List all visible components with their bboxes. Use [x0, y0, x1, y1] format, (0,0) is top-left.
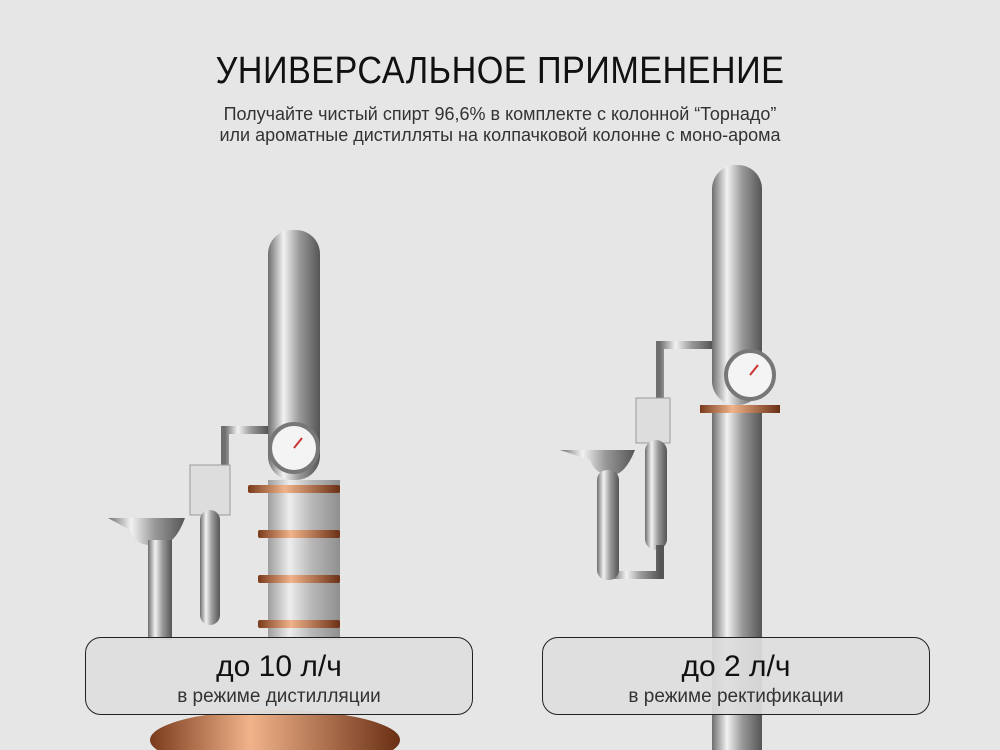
subtitle-line-2: или ароматные дистилляты на колпачковой …: [219, 125, 781, 145]
distillation-rate-value: до 10 л/ч: [216, 650, 342, 683]
distillation-rate-card: до 10 л/ч в режиме дистилляции: [85, 637, 473, 715]
rectification-rate-caption: в режиме ректификации: [628, 686, 844, 707]
page-subtitle: Получайте чистый спирт 96,6% в комплекте…: [0, 104, 1000, 146]
subtitle-line-1: Получайте чистый спирт 96,6% в комплекте…: [223, 104, 777, 124]
rectification-rate-card: до 2 л/ч в режиме ректификации: [542, 637, 930, 715]
distillation-column-left: [108, 230, 400, 750]
page-title: УНИВЕРСАЛЬНОЕ ПРИМЕНЕНИЕ: [215, 50, 785, 92]
rectification-rate-value: до 2 л/ч: [681, 650, 791, 683]
distillation-rate-caption: в режиме дистилляции: [177, 686, 381, 707]
